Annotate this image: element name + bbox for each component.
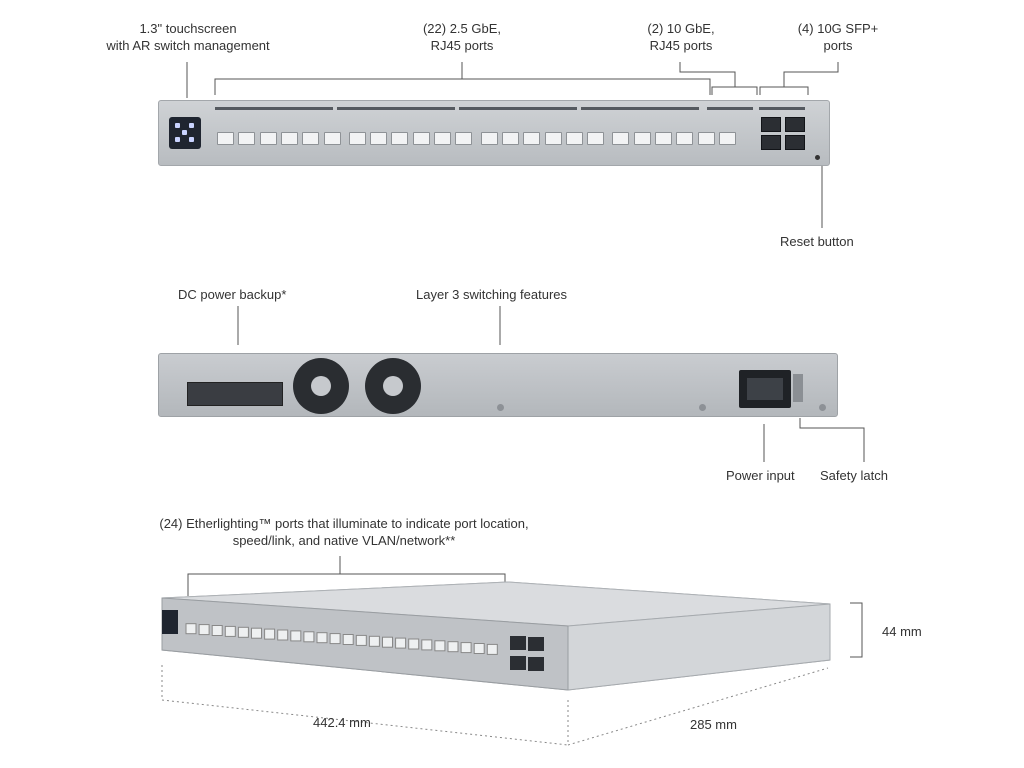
fan-icon	[365, 358, 421, 414]
rj45-port	[486, 643, 498, 655]
rj45-port	[391, 132, 409, 145]
rj45-port	[238, 132, 256, 145]
safety-latch	[793, 374, 803, 402]
rj45-port	[565, 132, 583, 145]
rj45-port	[434, 132, 451, 145]
fan-icon	[293, 358, 349, 414]
power-input-label: Power input	[726, 468, 795, 483]
rj45-port	[480, 132, 498, 145]
screw-icon	[699, 404, 706, 411]
reset-button-label: Reset button	[780, 234, 854, 249]
rj45-port	[447, 641, 459, 653]
rj45-port	[395, 637, 407, 649]
rj45-port	[676, 132, 694, 145]
etherlighting-label: (24) Etherlighting™ ports that illuminat…	[159, 516, 529, 548]
switch-front-panel	[158, 100, 830, 166]
rj45-port	[633, 132, 651, 145]
rj45-port	[211, 625, 223, 636]
rj45-port	[544, 132, 562, 145]
rj45-port	[329, 633, 341, 645]
rj45-port	[355, 634, 367, 646]
rj45-port	[323, 132, 341, 145]
sfp-ports-label: (4) 10G SFP+ ports	[797, 21, 879, 53]
rj45-port	[523, 132, 541, 145]
rj45-port	[718, 132, 736, 145]
rj45-port	[224, 625, 236, 637]
rj45-port	[382, 636, 393, 648]
rj45-port	[370, 132, 388, 145]
dc-power-connector	[187, 382, 283, 406]
rj45-port	[277, 629, 289, 641]
rj45-port	[412, 132, 430, 145]
rj45-port	[303, 631, 315, 643]
rj45-port	[259, 132, 277, 145]
rj45-port	[302, 132, 320, 145]
rj45-port	[348, 132, 366, 145]
rj45-port	[697, 132, 715, 145]
sfp-port	[785, 135, 805, 150]
rj45-port	[237, 626, 249, 638]
rj45-port	[290, 630, 302, 642]
rj45-port	[460, 642, 472, 654]
depth-dimension-label: 285 mm	[690, 717, 737, 732]
rj45-port	[473, 643, 485, 654]
sfp-port	[761, 135, 781, 150]
dc-power-label: DC power backup*	[178, 287, 287, 302]
rj45-port	[455, 132, 473, 145]
safety-latch-label: Safety latch	[820, 468, 888, 483]
power-input-socket	[739, 370, 791, 408]
rj45-port	[264, 628, 276, 640]
screw-icon	[497, 404, 504, 411]
rj45-port	[198, 624, 210, 636]
rj45-port	[408, 638, 420, 650]
rj45-port	[251, 627, 262, 639]
rj45-port	[185, 623, 197, 635]
width-dimension-label: 442.4 mm	[313, 715, 371, 730]
touchscreen-label: 1.3" touchscreen with AR switch manageme…	[106, 21, 270, 53]
sfp-port	[761, 117, 781, 132]
rj45-port	[280, 132, 298, 145]
rj45-port	[217, 132, 234, 145]
rj45-port	[434, 640, 446, 652]
rj45-port	[421, 639, 433, 651]
switch-rear-panel	[158, 353, 838, 417]
screw-icon	[819, 404, 826, 411]
rj45-2-5gbe-label: (22) 2.5 GbE, RJ45 ports	[422, 21, 502, 53]
height-dimension-label: 44 mm	[882, 624, 922, 639]
rj45-port	[501, 132, 519, 145]
reset-button	[815, 155, 820, 160]
rj45-port	[655, 132, 672, 145]
rj45-port	[342, 634, 354, 645]
rj45-port	[368, 635, 380, 647]
rj45-10gbe-label: (2) 10 GbE, RJ45 ports	[647, 21, 715, 53]
touchscreen-display	[169, 117, 201, 149]
rj45-port	[316, 632, 328, 644]
rj45-port	[612, 132, 630, 145]
sfp-port	[785, 117, 805, 132]
rj45-port	[587, 132, 605, 145]
layer3-label: Layer 3 switching features	[416, 287, 568, 302]
